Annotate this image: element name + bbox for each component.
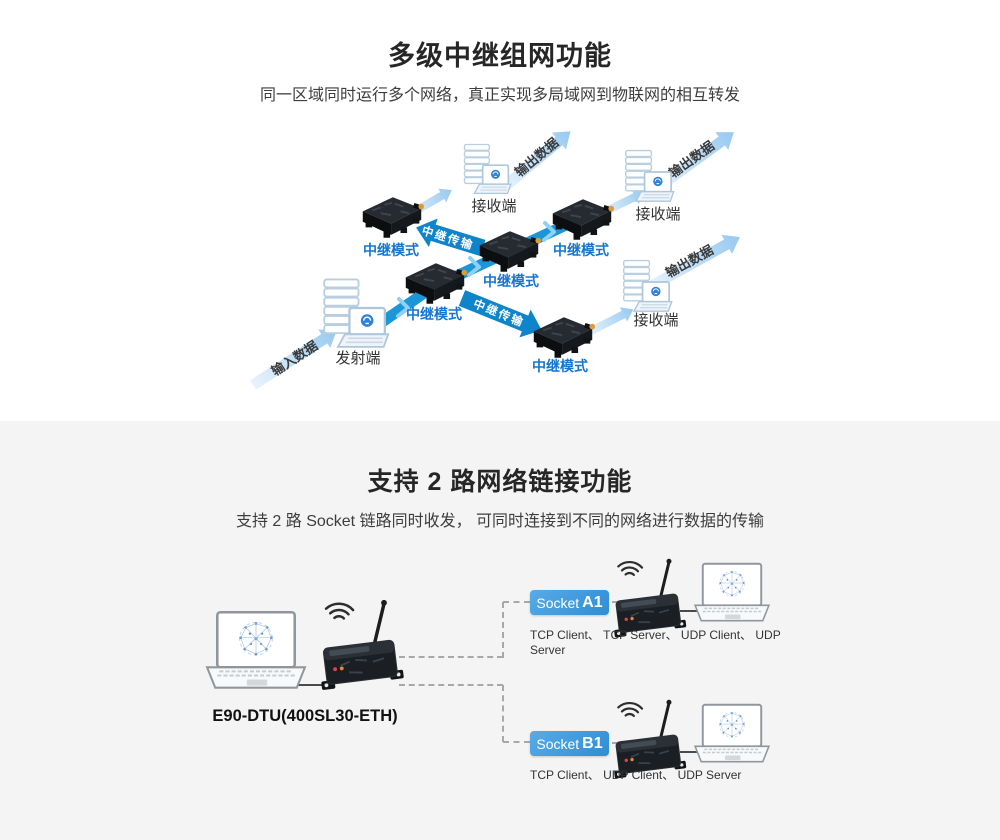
relay-mode-label-c: 中继模式 [553,242,609,258]
connector-a-h2 [503,601,530,603]
relay-device-icon-b [476,226,542,276]
relay-mode-label-a: 中继模式 [363,242,419,258]
host-laptop-icon [203,610,309,692]
relay-device-icon-e [530,312,596,362]
relay-band [368,213,584,334]
relay-network-diagram: 输入数据 输出数据 输出数据 输出数据 中继传输 中继传输 接收端 接收端 接收… [250,131,740,390]
receiver-icon-2 [620,148,676,208]
relay-device-icon-c [549,194,615,244]
socket-section-title: 支持 2 路网络链接功能 [367,468,633,496]
relay-band-chevrons [396,221,556,318]
socket-section: 支持 2 路网络链接功能 支持 2 路 Socket 链路同时收发， 可同时连接… [0,421,1000,840]
connector-b-h2 [503,741,530,743]
dtu-model-label: E90-DTU(400SL30-ETH) [212,707,398,725]
transmitter-label: 发射端 [335,350,381,367]
output-data-arrow-3 [645,234,740,293]
relay-device-icon-a [359,192,425,242]
transmitter-icon [316,276,392,356]
socket-a1-id: A1 [582,593,603,611]
socket-section-subtitle: 支持 2 路 Socket 链路同时收发， 可同时连接到不同的网络进行数据的传输 [235,513,765,530]
socket-b1-cable [680,751,700,753]
relay-section-subtitle: 同一区域同时运行多个网络，真正实现多局域网到物联网的相互转发 [259,87,740,104]
connector-b-v [502,685,504,742]
connector-b-h1 [399,684,503,686]
socket-b1-protocols: TCP Client、 UDP Client、 UDP Server [530,768,742,782]
receiver-label-2: 接收端 [635,206,681,223]
socket-a1-cable [680,610,700,612]
relay-transfer-arrow-right [458,290,542,338]
connector-a-v [502,602,504,658]
receiver-label-1: 接收端 [471,198,517,215]
socket-a1-protocols: TCP Client、 TCP Server、 UDP Client、 UDP … [530,628,781,657]
receiver-label-3: 接收端 [633,312,679,329]
laptop-icon-a1 [692,556,772,630]
relay-device-icon-d [402,258,468,308]
relay-mode-label-b: 中继模式 [483,273,539,289]
socket-b1-prefix: Socket [536,735,580,752]
dtu-device-icon-main [312,592,408,700]
connector-a-h1 [399,656,503,658]
link-arrow-e-r3 [585,307,634,337]
input-data-arrow [250,329,337,390]
socket-a1-prefix: Socket [536,594,580,611]
output-data-arrow-1 [499,131,571,193]
laptop-icon-b1 [692,697,772,771]
relay-transfer-arrow-left [416,218,486,257]
relay-section-title: 多级中继组网功能 [388,41,612,71]
relay-mode-label-d: 中继模式 [406,306,462,322]
relay-mode-label-e: 中继模式 [532,358,588,374]
receiver-icon-1 [459,142,513,200]
host-cable [296,684,330,686]
socket-b1-id: B1 [582,734,603,752]
